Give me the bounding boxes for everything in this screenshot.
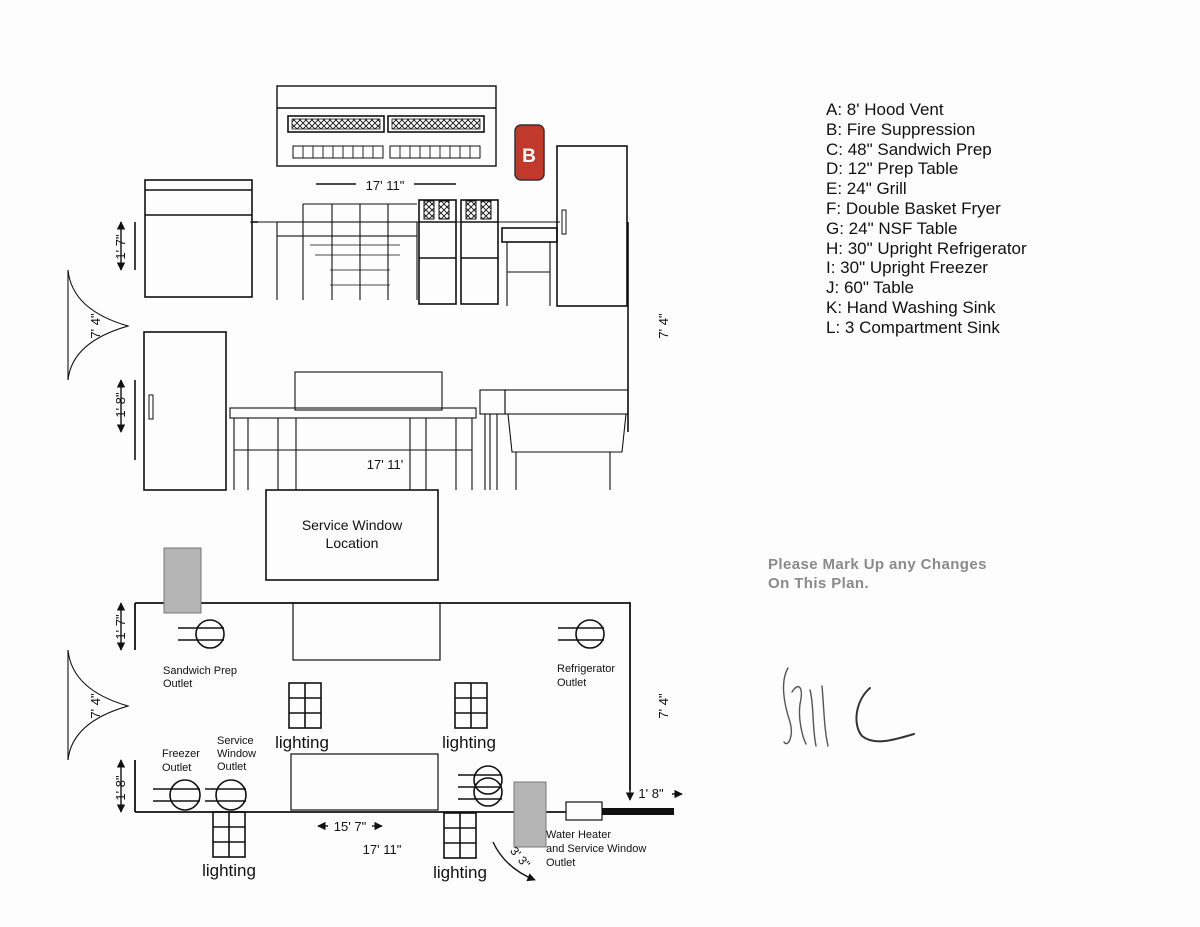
lower-fixture-outline — [290, 753, 439, 811]
refrigerator-outlet-label-1: Refrigerator — [557, 663, 615, 675]
door-swing-lower — [67, 649, 130, 761]
legend-item: J: 60" Table — [826, 278, 914, 298]
upright-freezer — [143, 331, 227, 491]
lighting-label: lighting — [202, 861, 256, 880]
outlet-refrigerator — [558, 619, 605, 649]
water-heater-gray-marker — [513, 781, 547, 848]
equipment-plan — [67, 85, 629, 581]
water-heater-label-2: and Service Window — [546, 843, 646, 855]
equipment-dim-mid-width: 17' 11' — [367, 457, 404, 472]
upper-fixture-outline — [292, 602, 441, 661]
water-heater-label-1: Water Heater — [546, 829, 611, 841]
door-swing-bottom-right — [492, 841, 536, 882]
electrical-dim-right: 7' 4" — [656, 693, 671, 719]
water-heater-pipe — [602, 808, 674, 815]
legend-item: H: 30" Upright Refrigerator — [826, 238, 1027, 258]
equipment-dim-right: 7' 4" — [656, 313, 671, 339]
equipment-dimension-lines — [116, 183, 456, 433]
light-fixture-icon — [212, 811, 246, 858]
lighting-label: lighting — [442, 733, 496, 752]
service-outlet-label-3: Outlet — [217, 761, 246, 773]
light-fixture-icon — [288, 682, 322, 729]
electrical-dim-left-door: 7' 4" — [88, 693, 103, 719]
sandwich-prep-unit — [144, 179, 258, 298]
light-fixture-icon — [443, 812, 477, 859]
service-outlet-label-2: Window — [217, 748, 256, 760]
outlet-water-heater — [458, 765, 503, 807]
equipment-dim-left-lower: 1' 8" — [113, 392, 128, 418]
equipment-dim-top-width: 17' 11" — [366, 178, 405, 193]
legend-item: G: 24" NSF Table — [826, 218, 958, 238]
lower-wall-top — [135, 602, 631, 790]
door-swing-upper — [67, 269, 130, 381]
legend-item: E: 24" Grill — [826, 179, 907, 199]
electrical-dim-bottom-total: 17' 11" — [363, 842, 402, 857]
lighting-label: lighting — [275, 733, 329, 752]
legend-item: C: 48" Sandwich Prep — [826, 139, 992, 159]
three-compartment-sink — [504, 389, 629, 490]
service-window-location — [265, 489, 439, 581]
electrical-dim-bottom-inner: 15' 7" — [334, 819, 367, 834]
markup-note: Please Mark Up any Changes On This Plan. — [768, 555, 987, 593]
nsf-table — [501, 227, 558, 306]
equipment-dim-left-door: 7' 4" — [88, 313, 103, 339]
freezer-outlet-label-1: Freezer — [162, 748, 200, 760]
legend-item: L: 3 Compartment Sink — [826, 317, 1000, 337]
legend-item: F: Double Basket Fryer — [826, 198, 1001, 218]
water-heater-label-3: Outlet — [546, 857, 575, 869]
sandwich-prep-gray-marker — [163, 547, 202, 614]
legend-item: D: 12" Prep Table — [826, 159, 959, 179]
outlet-service-window — [205, 779, 247, 811]
electrical-dim-left-lower: 1' 8" — [113, 775, 128, 801]
outlet-freezer — [153, 779, 201, 811]
prep-table-grill-row — [276, 203, 418, 300]
fire-suppression-badge — [514, 124, 545, 181]
sixty-inch-table — [229, 371, 477, 490]
sandwich-outlet-label-2: Outlet — [163, 678, 192, 690]
markup-note-line-1: Please Mark Up any Changes — [768, 556, 987, 573]
handwritten-signature — [782, 667, 915, 747]
equipment-dim-left-upper: 1' 7" — [113, 234, 128, 260]
electrical-dim-right-small: 1' 8" — [638, 786, 664, 801]
outlet-sandwich-prep — [178, 619, 225, 649]
service-window-label-1: Service Window — [302, 517, 403, 533]
legend-item: I: 30" Upright Freezer — [826, 258, 988, 278]
refrigerator-outlet-label-2: Outlet — [557, 677, 586, 689]
freezer-outlet-label-2: Outlet — [162, 762, 191, 774]
upright-refrigerator — [556, 145, 628, 307]
fire-suppression-letter: B — [522, 146, 536, 167]
markup-note-line-2: On This Plan. — [768, 575, 870, 592]
sandwich-outlet-label-1: Sandwich Prep — [163, 665, 237, 677]
service-window-label-2: Location — [326, 535, 379, 551]
electrical-dimension-lines — [116, 602, 683, 831]
double-basket-fryers — [418, 199, 499, 305]
hood-vent — [276, 85, 497, 167]
electrical-dim-left-upper: 1' 7" — [113, 614, 128, 640]
electrical-plan — [67, 602, 683, 882]
legend-item: K: Hand Washing Sink — [826, 297, 996, 317]
water-heater-outline — [565, 801, 603, 821]
equipment-legend: A: 8' Hood Vent B: Fire Suppression C: 4… — [826, 100, 1027, 338]
legend-item: B: Fire Suppression — [826, 119, 976, 139]
service-outlet-label-1: Service — [217, 735, 254, 747]
hand-washing-sink — [479, 389, 506, 490]
light-fixture-icon — [454, 682, 488, 729]
legend-item: A: 8' Hood Vent — [826, 100, 944, 119]
lighting-label: lighting — [433, 863, 487, 882]
